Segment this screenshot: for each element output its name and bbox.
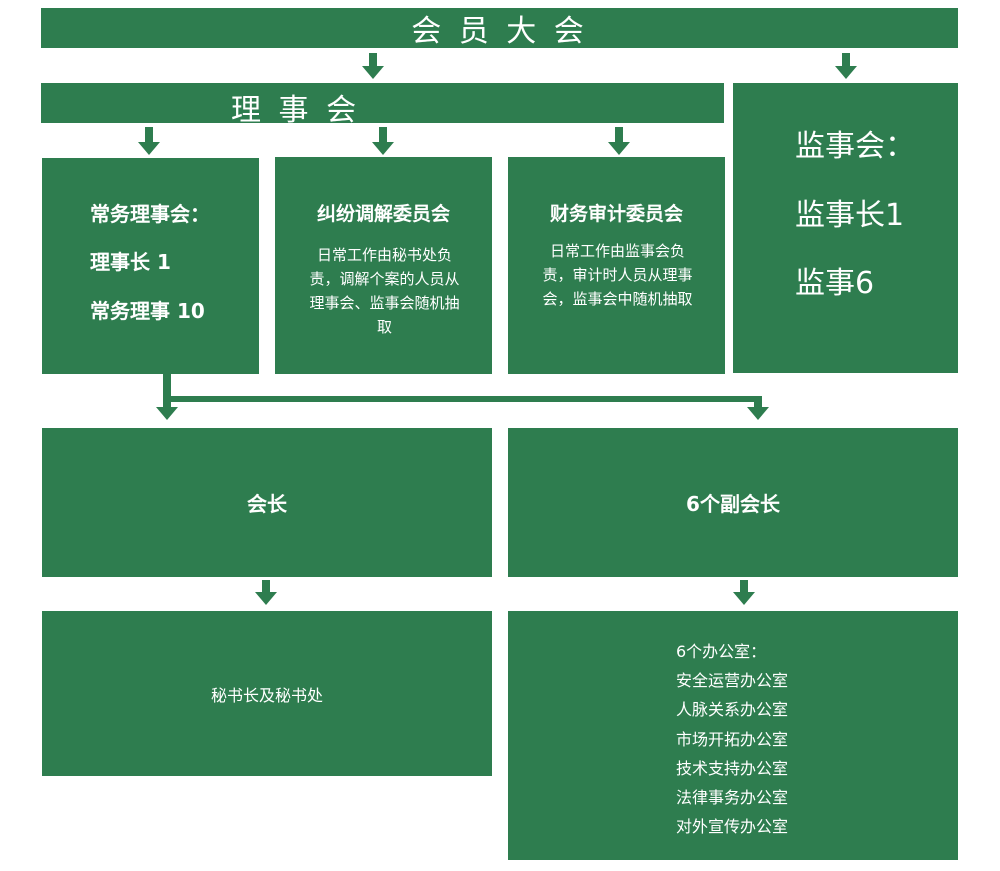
dispute-committee-description: 日常工作由秘书处负责，调解个案的人员从理事会、监事会随机抽取 xyxy=(309,246,460,336)
vice-presidents-title: 6个副会长 xyxy=(686,492,780,516)
chief-supervisor-count: 监事长1 xyxy=(795,198,905,233)
secretariat-box: 秘书长及秘书处 xyxy=(42,611,492,776)
president-title: 会长 xyxy=(247,492,287,516)
council-box: 理 事 会 xyxy=(41,83,724,128)
finance-committee-title: 财务审计委员会 xyxy=(549,203,683,225)
arrow-stem xyxy=(145,127,153,143)
supervisory-board-box: 监事会： 监事长1 监事6 xyxy=(733,83,958,373)
list-item: 市场开拓办公室 xyxy=(676,729,789,749)
arrow-stem xyxy=(740,580,748,593)
connector-line xyxy=(170,396,762,402)
arrow-down-icon xyxy=(156,407,178,420)
arrow-down-icon xyxy=(733,592,755,605)
arrow-stem xyxy=(379,127,387,143)
vice-presidents-box: 6个副会长 xyxy=(508,428,958,577)
connector-line xyxy=(163,373,171,407)
standing-council-title: 常务理事会： xyxy=(90,202,210,226)
arrow-stem xyxy=(615,127,623,143)
arrow-stem xyxy=(842,53,850,67)
supervisory-board-title: 监事会： xyxy=(795,129,915,164)
finance-committee-box: 财务审计委员会 日常工作由监事会负责，审计时人员从理事会，监事会中随机抽取 xyxy=(508,157,725,374)
connector-line xyxy=(754,396,762,408)
arrow-down-icon xyxy=(747,407,769,420)
supervisor-count: 监事6 xyxy=(795,266,875,301)
standing-council-box: 常务理事会： 理事长 1 常务理事 10 xyxy=(42,158,259,374)
standing-director-count: 常务理事 10 xyxy=(90,299,205,323)
list-item: 安全运营办公室 xyxy=(676,671,789,691)
arrow-stem xyxy=(369,53,377,67)
finance-committee-description: 日常工作由监事会负责，审计时人员从理事会，监事会中随机抽取 xyxy=(542,242,693,308)
arrow-down-icon xyxy=(835,66,857,79)
offices-box: 6个办公室： 安全运营办公室 人脉关系办公室 市场开拓办公室 技术支持办公室 法… xyxy=(508,611,958,860)
offices-title: 6个办公室： xyxy=(676,642,767,661)
council-title: 理 事 会 xyxy=(231,93,361,128)
list-item: 人脉关系办公室 xyxy=(676,700,789,720)
list-item: 对外宣传办公室 xyxy=(676,817,789,837)
list-item: 法律事务办公室 xyxy=(676,788,789,808)
arrow-down-icon xyxy=(138,142,160,155)
president-box: 会长 xyxy=(42,428,492,577)
dispute-committee-box: 纠纷调解委员会 日常工作由秘书处负责，调解个案的人员从理事会、监事会随机抽取 xyxy=(275,157,492,374)
dispute-committee-title: 纠纷调解委员会 xyxy=(316,203,450,225)
secretariat-title: 秘书长及秘书处 xyxy=(210,685,323,705)
general-assembly-box: 会 员 大 会 xyxy=(41,8,958,49)
arrow-down-icon xyxy=(362,66,384,79)
arrow-stem xyxy=(262,580,270,593)
general-assembly-title: 会 员 大 会 xyxy=(411,14,588,49)
arrow-down-icon xyxy=(255,592,277,605)
arrow-down-icon xyxy=(608,142,630,155)
list-item: 技术支持办公室 xyxy=(676,758,789,778)
council-chairman-count: 理事长 1 xyxy=(90,250,171,274)
arrow-down-icon xyxy=(372,142,394,155)
